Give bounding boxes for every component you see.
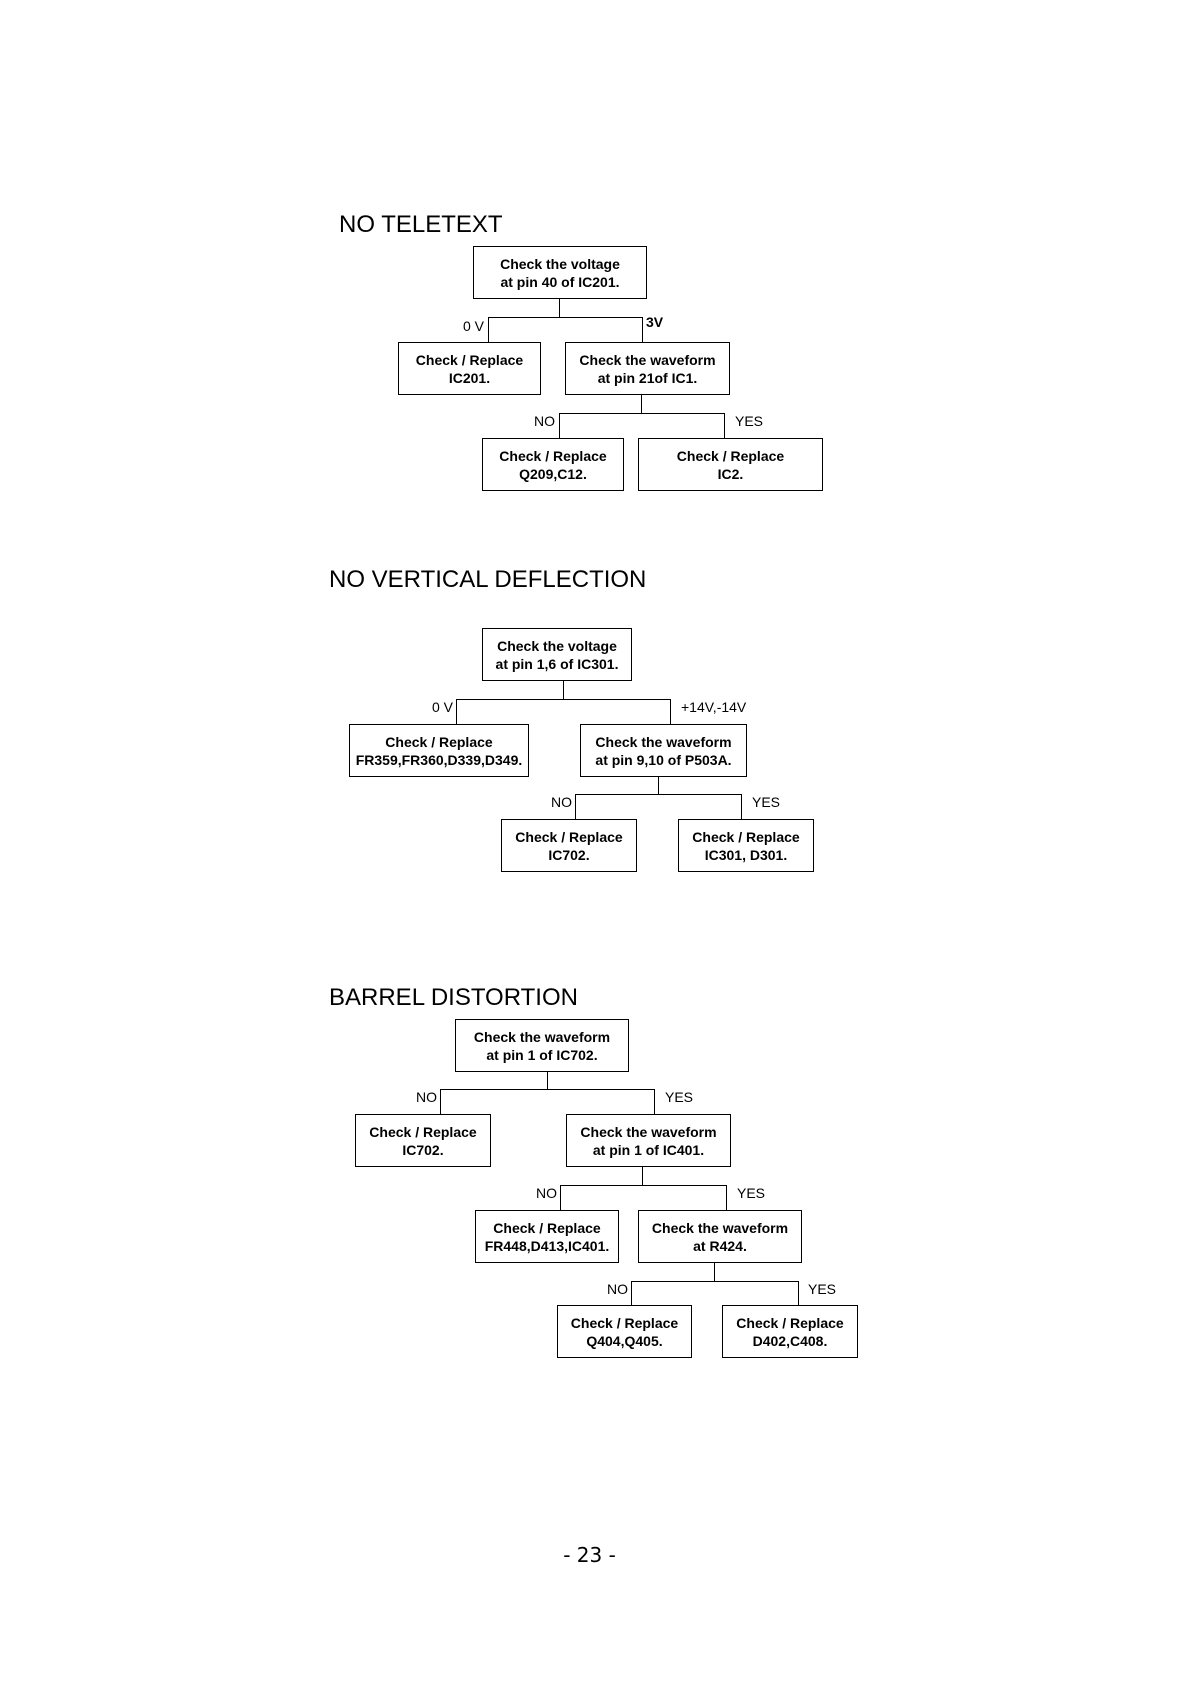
connector-line [741, 794, 742, 819]
connector-line [440, 1089, 654, 1090]
branch-label-0v: 0 V [432, 699, 454, 715]
branch-label-no: NO [607, 1281, 628, 1297]
branch-label-yes: YES [808, 1281, 837, 1297]
box-check-waveform-r424: Check the waveform at R424. [638, 1210, 802, 1263]
branch-label-no: NO [536, 1185, 557, 1201]
connector-line [726, 1185, 727, 1210]
box-check-replace-q209-c12: Check / Replace Q209,C12. [482, 438, 624, 491]
connector-line [547, 1072, 548, 1089]
box-check-replace-q404-q405: Check / Replace Q404,Q405. [557, 1305, 692, 1358]
connector-line [575, 794, 741, 795]
box-check-replace-ic702: Check / Replace IC702. [355, 1114, 491, 1167]
branch-label-no: NO [551, 794, 572, 810]
section-title-no-teletext: NO TELETEXT [339, 211, 503, 238]
branch-label-no: NO [416, 1089, 437, 1105]
connector-line [559, 413, 724, 414]
connector-line [456, 699, 457, 724]
root-box-waveform-pin1-ic702: Check the waveform at pin 1 of IC702. [455, 1019, 629, 1072]
box-check-replace-ic2: Check / Replace IC2. [638, 438, 823, 491]
box-check-replace-fr359-fr360-d339-d349: Check / Replace FR359,FR360,D339,D349. [349, 724, 529, 777]
connector-line [563, 681, 564, 699]
root-box-voltage-pin40-ic201: Check the voltage at pin 40 of IC201. [473, 246, 647, 299]
connector-line [658, 777, 659, 794]
connector-line [488, 317, 489, 342]
box-check-waveform-pin1-ic401: Check the waveform at pin 1 of IC401. [566, 1114, 731, 1167]
connector-line [724, 413, 725, 438]
connector-line [440, 1089, 441, 1114]
connector-line [642, 317, 643, 342]
box-check-replace-d402-c408: Check / Replace D402,C408. [722, 1305, 858, 1358]
branch-label-no: NO [534, 413, 555, 429]
connector-line [456, 699, 670, 700]
connector-line [631, 1281, 632, 1305]
branch-label-yes: YES [665, 1089, 694, 1105]
connector-line [488, 317, 642, 318]
branch-label-3v: 3V [646, 314, 664, 330]
box-check-waveform-pin9-10-p503a: Check the waveform at pin 9,10 of P503A. [580, 724, 747, 777]
branch-label-yes: YES [735, 413, 764, 429]
box-check-replace-ic702: Check / Replace IC702. [501, 819, 637, 872]
branch-label-yes: YES [737, 1185, 766, 1201]
connector-line [642, 1167, 643, 1185]
branch-label-0v: 0 V [463, 318, 485, 334]
connector-line [654, 1089, 655, 1114]
connector-line [714, 1263, 715, 1281]
connector-line [631, 1281, 798, 1282]
connector-line [559, 413, 560, 438]
connector-line [559, 299, 560, 317]
branch-label-plus-minus-14v: +14V,-14V [681, 699, 747, 715]
box-check-waveform-pin21-ic1: Check the waveform at pin 21of IC1. [565, 342, 730, 395]
box-check-replace-ic201: Check / Replace IC201. [398, 342, 541, 395]
page-number: - 23 - [563, 1543, 616, 1567]
connector-line [560, 1185, 561, 1210]
connector-line [575, 794, 576, 819]
section-title-no-vertical-deflection: NO VERTICAL DEFLECTION [329, 566, 647, 593]
root-box-voltage-pin1-6-ic301: Check the voltage at pin 1,6 of IC301. [482, 628, 632, 681]
section-title-barrel-distortion: BARREL DISTORTION [329, 984, 578, 1011]
box-check-replace-ic301-d301: Check / Replace IC301, D301. [678, 819, 814, 872]
box-check-replace-fr448-d413-ic401: Check / Replace FR448,D413,IC401. [475, 1210, 619, 1263]
branch-label-yes: YES [752, 794, 781, 810]
connector-line [670, 699, 671, 724]
connector-line [560, 1185, 726, 1186]
connector-line [641, 395, 642, 413]
connector-line [798, 1281, 799, 1305]
